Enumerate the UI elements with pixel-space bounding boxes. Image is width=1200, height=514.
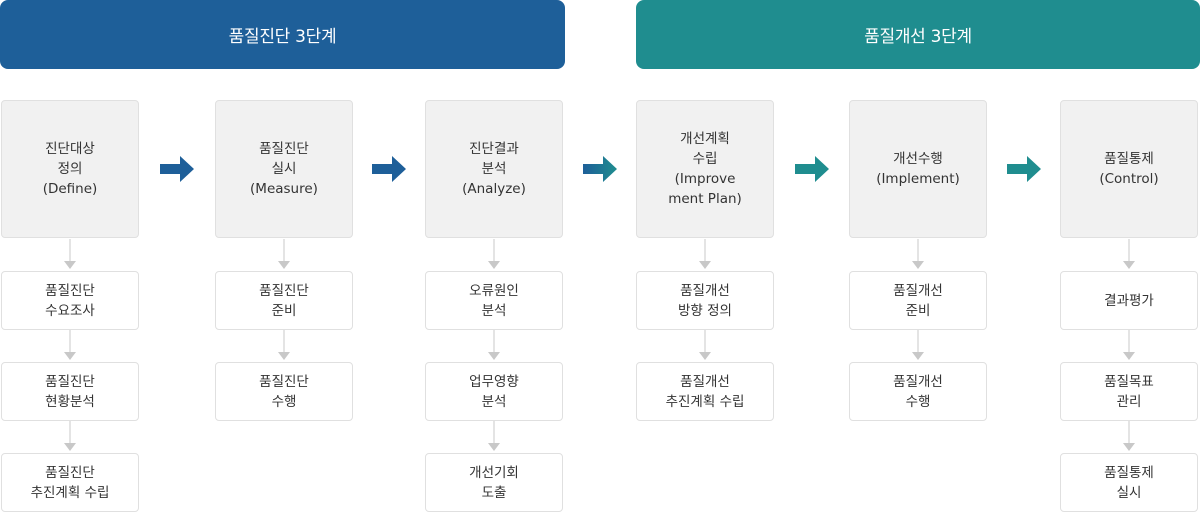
down-arrow-icon (1123, 330, 1135, 360)
down-arrow-icon (278, 239, 290, 269)
phase-title: 품질개선 3단계 (864, 27, 972, 47)
step-label: 품질목표 관리 (1104, 373, 1154, 410)
right-arrow-icon (583, 156, 617, 182)
step-label: 품질개선 추진계획 수립 (665, 373, 745, 410)
step-box: 품질개선 추진계획 수립 (636, 362, 774, 421)
step-box: 품질목표 관리 (1060, 362, 1198, 421)
step-box: 품질개선 수행 (849, 362, 987, 421)
stage-box-measure: 품질진단 실시 (Measure) (215, 100, 353, 238)
down-arrow-icon (64, 421, 76, 451)
stage-box-define: 진단대상 정의 (Define) (1, 100, 139, 238)
step-box: 품질개선 준비 (849, 271, 987, 330)
step-box: 품질진단 추진계획 수립 (1, 453, 139, 512)
step-box: 품질진단 현황분석 (1, 362, 139, 421)
step-box: 오류원인 분석 (425, 271, 563, 330)
down-arrow-icon (64, 239, 76, 269)
step-box: 품질진단 수요조사 (1, 271, 139, 330)
step-label: 품질진단 준비 (259, 282, 309, 319)
stage-box-analyze: 진단결과 분석 (Analyze) (425, 100, 563, 238)
step-label: 품질진단 현황분석 (45, 373, 95, 410)
down-arrow-icon (64, 330, 76, 360)
step-label: 품질개선 준비 (893, 282, 943, 319)
step-box: 업무영향 분석 (425, 362, 563, 421)
stage-label: 진단대상 정의 (Define) (42, 141, 98, 197)
right-arrow-icon (372, 156, 406, 182)
step-label: 오류원인 분석 (469, 282, 519, 319)
phase-banner-improvement: 품질개선 3단계 (636, 0, 1200, 69)
phase-banner-diagnosis: 품질진단 3단계 (0, 0, 565, 69)
down-arrow-icon (912, 239, 924, 269)
step-box: 품질개선 방향 정의 (636, 271, 774, 330)
step-box: 품질진단 수행 (215, 362, 353, 421)
step-label: 품질개선 방향 정의 (678, 282, 732, 319)
right-arrow-icon (1007, 156, 1041, 182)
stage-box-implement: 개선수행 (Implement) (849, 100, 987, 238)
step-box: 개선기회 도출 (425, 453, 563, 512)
down-arrow-icon (699, 330, 711, 360)
stage-label: 개선계획 수립 (Improve ment Plan) (668, 131, 742, 207)
stage-label: 개선수행 (Implement) (876, 151, 960, 187)
down-arrow-icon (1123, 421, 1135, 451)
down-arrow-icon (488, 421, 500, 451)
step-label: 품질진단 수행 (259, 373, 309, 410)
right-arrow-icon (160, 156, 194, 182)
down-arrow-icon (488, 239, 500, 269)
right-arrow-icon (795, 156, 829, 182)
phase-title: 품질진단 3단계 (228, 27, 337, 47)
step-label: 개선기회 도출 (469, 464, 519, 501)
step-label: 업무영향 분석 (469, 373, 519, 410)
step-label: 결과평가 (1104, 292, 1154, 309)
stage-label: 품질진단 실시 (Measure) (250, 141, 318, 197)
step-box: 결과평가 (1060, 271, 1198, 330)
down-arrow-icon (912, 330, 924, 360)
step-label: 품질통제 실시 (1104, 464, 1154, 501)
down-arrow-icon (699, 239, 711, 269)
step-label: 품질개선 수행 (893, 373, 943, 410)
stage-box-control: 품질통제 (Control) (1060, 100, 1198, 238)
down-arrow-icon (278, 330, 290, 360)
down-arrow-icon (488, 330, 500, 360)
stage-box-improvement-plan: 개선계획 수립 (Improve ment Plan) (636, 100, 774, 238)
down-arrow-icon (1123, 239, 1135, 269)
stage-label: 품질통제 (Control) (1099, 151, 1159, 187)
stage-label: 진단결과 분석 (Analyze) (462, 141, 526, 197)
step-box: 품질통제 실시 (1060, 453, 1198, 512)
step-label: 품질진단 추진계획 수립 (30, 464, 110, 501)
step-label: 품질진단 수요조사 (45, 282, 95, 319)
step-box: 품질진단 준비 (215, 271, 353, 330)
